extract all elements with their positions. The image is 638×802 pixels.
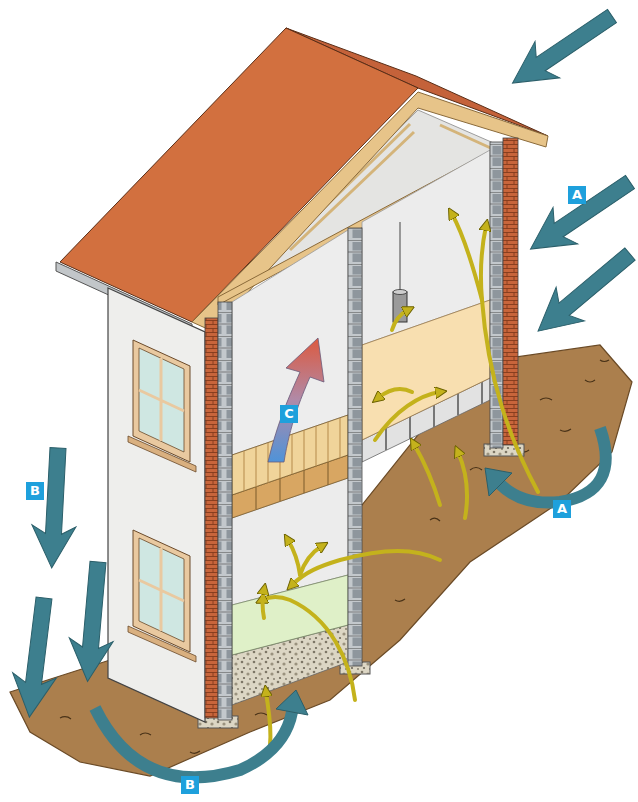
- window-sill: [128, 626, 196, 662]
- gas-arrow: [392, 310, 408, 330]
- window-glass: [139, 348, 184, 452]
- gas-arrow: [300, 546, 322, 575]
- wind-arrow: [500, 0, 624, 101]
- rain-arrow: [30, 447, 80, 569]
- window-sill: [128, 436, 196, 472]
- window-glass: [139, 538, 184, 642]
- curved-arrow-head: [485, 468, 512, 496]
- callout-letter: A: [568, 186, 586, 204]
- gas-arrow: [458, 452, 467, 518]
- block-wall: [218, 302, 232, 720]
- stack-arrow: [268, 338, 324, 462]
- floor-surface: [232, 575, 348, 655]
- curved-arrow-head: [276, 690, 308, 715]
- gas-arrow: [481, 226, 538, 492]
- callout-letter: C: [280, 405, 298, 423]
- curved-arrow: [500, 428, 606, 503]
- callout-letter: B: [181, 776, 199, 794]
- floor-surface: [362, 300, 490, 440]
- gas-arrow: [452, 214, 482, 300]
- gas-arrow: [292, 551, 440, 585]
- callout-letter: A: [553, 500, 571, 518]
- gas-arrow: [262, 597, 355, 700]
- gas-arrow: [263, 590, 265, 618]
- window-mullion: [139, 358, 184, 441]
- brick-wall: [503, 138, 518, 445]
- curved-arrow: [95, 708, 292, 777]
- window-mullion: [139, 548, 184, 631]
- brick-wall: [205, 318, 218, 718]
- rain-arrow: [66, 560, 120, 683]
- floorboard-lines: [244, 418, 340, 491]
- callout-letter: B: [26, 482, 44, 500]
- gas-arrow: [266, 692, 271, 745]
- rain-arrow: [8, 595, 66, 719]
- gas-arrow: [288, 540, 300, 575]
- gas-arrow: [378, 389, 412, 398]
- lamp-top: [393, 290, 407, 295]
- block-wall: [348, 228, 362, 666]
- wind-arrow: [524, 237, 638, 348]
- gas-arrow: [414, 444, 440, 505]
- facade-wall: [108, 288, 205, 722]
- gas-arrow: [375, 392, 440, 440]
- lamp-cord: [400, 222, 401, 292]
